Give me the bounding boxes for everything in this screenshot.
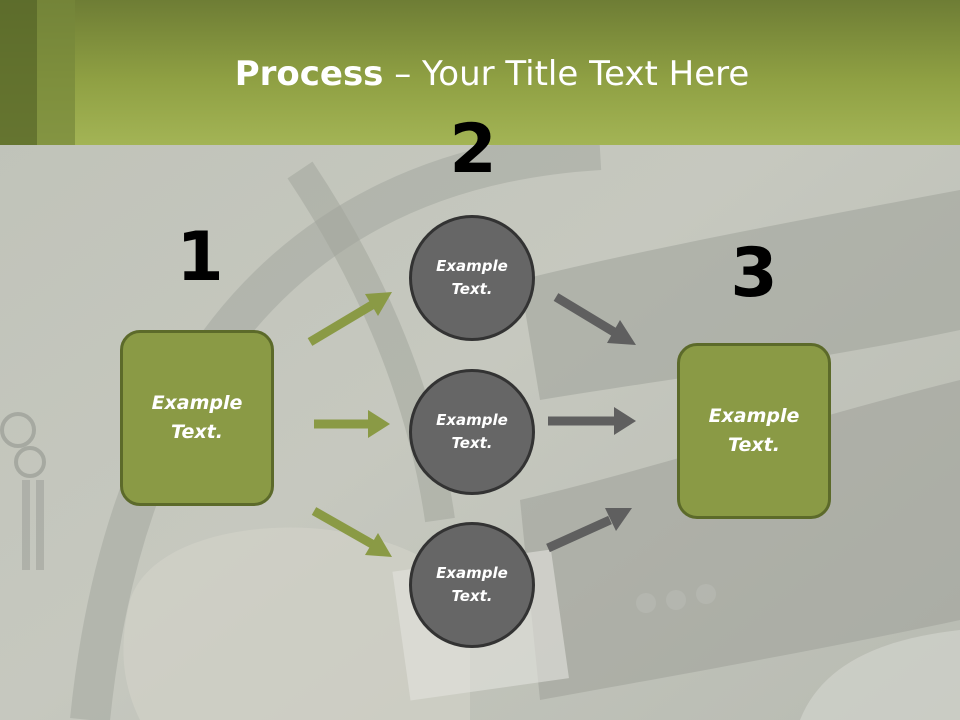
arrow-down-right-icon bbox=[553, 293, 636, 345]
process-circle-label: Example Text. bbox=[436, 564, 508, 605]
right-step-box: Example Text. bbox=[677, 343, 831, 519]
process-circle-label: Example Text. bbox=[436, 257, 508, 298]
process-circle-top: Example Text. bbox=[409, 215, 535, 341]
arrow-right-icon bbox=[548, 407, 636, 435]
process-circle-middle: Example Text. bbox=[409, 369, 535, 495]
step-number-3: 3 bbox=[730, 234, 778, 313]
slide-title: Process – Your Title Text Here bbox=[0, 52, 960, 96]
arrow-up-right-icon bbox=[546, 508, 632, 553]
title-rest: – Your Title Text Here bbox=[383, 54, 750, 94]
title-bold: Process bbox=[234, 54, 384, 94]
left-step-box-label: Example Text. bbox=[151, 392, 243, 443]
header-accent-band bbox=[37, 0, 75, 145]
step-number-2: 2 bbox=[449, 110, 497, 189]
left-step-box: Example Text. bbox=[120, 330, 274, 506]
header-accent-band bbox=[0, 0, 37, 145]
right-step-box-label: Example Text. bbox=[708, 405, 800, 456]
arrow-up-right-icon bbox=[307, 292, 392, 346]
process-circle-label: Example Text. bbox=[436, 411, 508, 452]
step-number-1: 1 bbox=[176, 218, 224, 297]
arrow-right-icon bbox=[314, 410, 390, 438]
process-circle-bottom: Example Text. bbox=[409, 522, 535, 648]
arrow-down-right-icon bbox=[311, 507, 392, 557]
header-bar bbox=[0, 0, 960, 145]
